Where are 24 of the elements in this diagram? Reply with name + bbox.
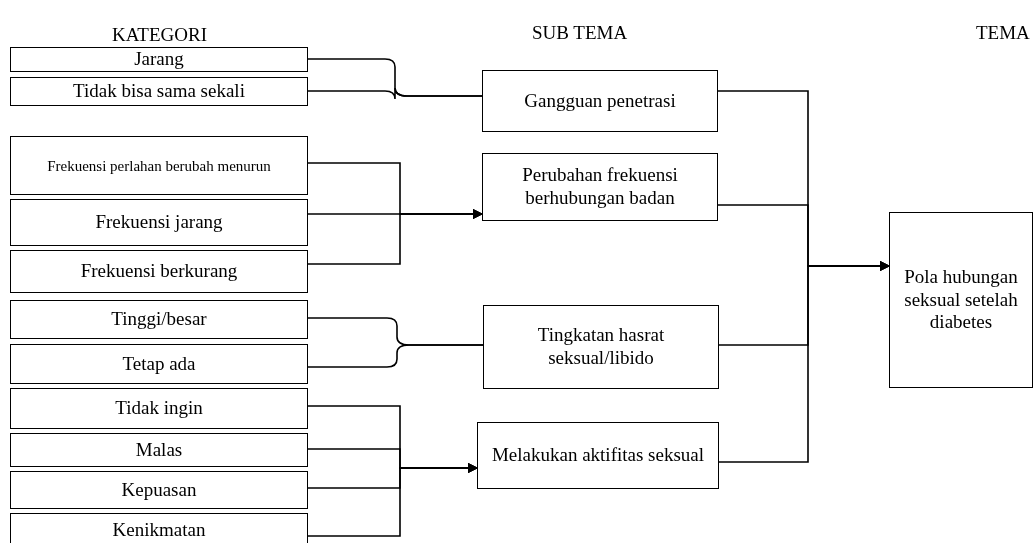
category-box: Kepuasan — [10, 471, 308, 509]
category-box: Tinggi/besar — [10, 300, 308, 339]
arrow — [307, 463, 478, 537]
subtheme-box: Melakukan aktifitas seksual — [477, 422, 719, 489]
theme-box: Pola hubungan seksual setelah diabetes — [889, 212, 1033, 388]
brace-connector — [307, 344, 484, 368]
subtheme-box: Gangguan penetrasi — [482, 70, 718, 132]
category-box: Tidak bisa sama sekali — [10, 77, 308, 106]
category-box: Frekuensi jarang — [10, 199, 308, 246]
category-box: Frekuensi perlahan berubah menurun — [10, 136, 308, 195]
subtheme-box: Tingkatan hasrat seksual/libido — [483, 305, 719, 389]
category-box: Tidak ingin — [10, 388, 308, 429]
column-heading: KATEGORI — [112, 24, 207, 46]
category-box: Malas — [10, 433, 308, 467]
arrow — [718, 261, 890, 463]
subtheme-box: Perubahan frekuensi berhubungan badan — [482, 153, 718, 221]
column-heading: SUB TEMA — [532, 22, 628, 44]
category-box: Frekuensi berkurang — [10, 250, 308, 293]
arrow — [307, 209, 483, 265]
column-heading: TEMA — [976, 22, 1030, 44]
category-box: Tetap ada — [10, 344, 308, 384]
category-box: Kenikmatan — [10, 513, 308, 543]
brace-connector — [307, 87, 483, 100]
category-box: Jarang — [10, 47, 308, 72]
